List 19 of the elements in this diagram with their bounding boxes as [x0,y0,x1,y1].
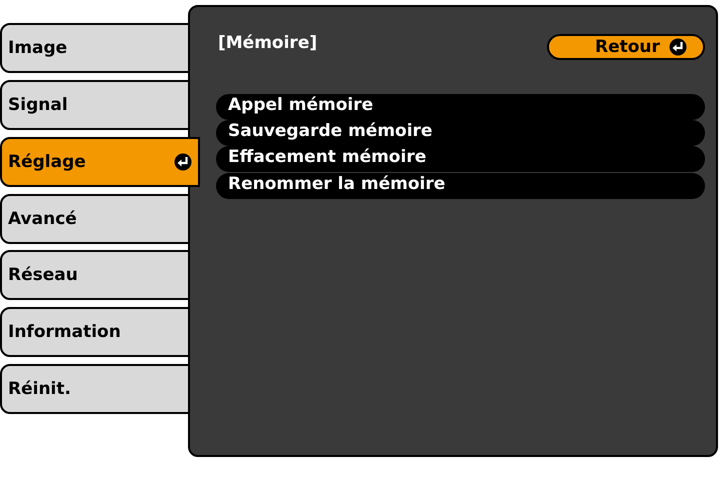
back-button [547,34,705,60]
menu-item-label: Effacement mémoire [228,147,426,167]
menu-item-label: Appel mémoire [228,95,374,115]
tab-label: Signal [8,95,68,115]
tab-label: Réglage [8,152,86,172]
menu-item [216,94,705,120]
tab-label: Image [8,38,68,58]
tab-label: Réinit. [8,379,71,399]
menu-item [216,146,705,172]
menu-panel [188,5,718,457]
tab-label: Information [8,322,121,342]
tab-label: Réseau [8,265,78,285]
menu-item-label: Sauvegarde mémoire [228,121,432,141]
menu-item [216,173,705,199]
panel-heading: [Mémoire] [218,33,318,53]
button-label: Retour [595,37,660,57]
tab-label: Avancé [8,209,77,229]
menu-item-label: Renommer la mémoire [228,174,446,194]
menu-tab [0,137,200,187]
